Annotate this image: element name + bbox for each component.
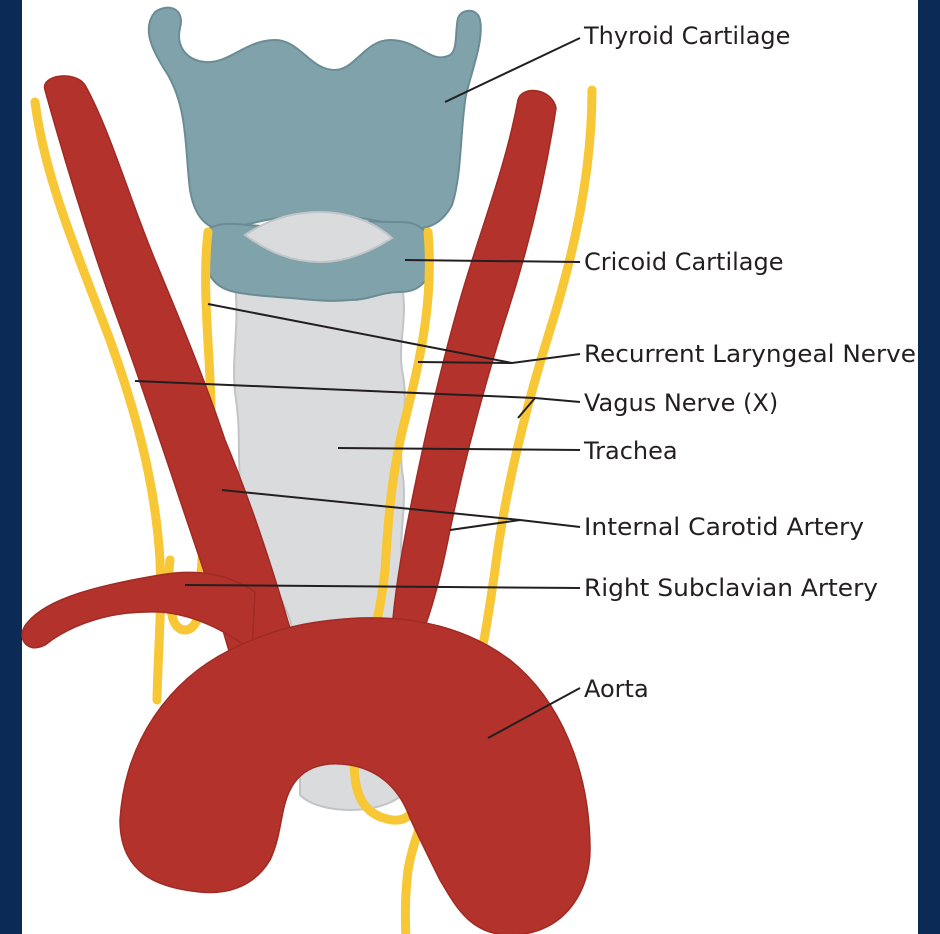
cricoid-cartilage-shape [207,212,432,301]
aorta-label: Aorta [584,675,649,703]
thyroid-cartilage-shape [149,8,481,230]
right-subclavian-artery-label: Right Subclavian Artery [584,574,878,602]
internal-carotid-artery-label: Internal Carotid Artery [584,513,864,541]
right-subclavian-artery [22,572,255,650]
thyroid-cartilage-label: Thyroid Cartilage [583,22,790,50]
labels: Thyroid Cartilage Cricoid Cartilage Recu… [583,22,916,703]
cricoid-cartilage-label: Cricoid Cartilage [584,248,784,276]
vagus-nerve-label: Vagus Nerve (X) [584,389,778,417]
recurrent-laryngeal-nerve-label: Recurrent Laryngeal Nerve [584,340,916,368]
trachea-label: Trachea [583,437,678,465]
